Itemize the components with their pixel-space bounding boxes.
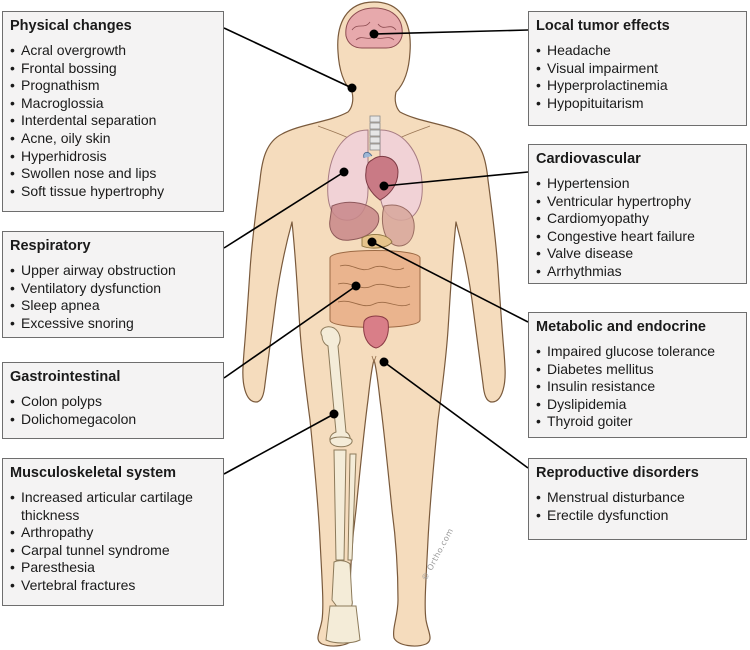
leader-dots — [329, 29, 389, 419]
bladder-icon — [363, 315, 389, 349]
list-item: Cardiomyopathy — [536, 210, 738, 228]
dot-metabolic — [367, 237, 377, 247]
list-item: Congestive heart failure — [536, 228, 738, 246]
list-item: Visual impairment — [536, 60, 738, 78]
list-item: Colon polyps — [10, 393, 215, 411]
leader-cardio — [383, 171, 529, 187]
respiratory-box: Respiratory Upper airway obstructionVent… — [2, 231, 224, 338]
list-item: Acral overgrowth — [10, 42, 215, 60]
heart-icon — [363, 152, 399, 201]
physical-changes-box: Physical changes Acral overgrowthFrontal… — [2, 11, 224, 212]
leader-gastro — [223, 285, 357, 379]
gastrointestinal-box: Gastrointestinal Colon polypsDolichomega… — [2, 362, 224, 439]
list-item: Acne, oily skin — [10, 130, 215, 148]
gastrointestinal-title: Gastrointestinal — [10, 369, 121, 385]
list-item: Sleep apnea — [10, 297, 215, 315]
list-item: Paresthesia — [10, 559, 215, 577]
stomach-icon — [381, 204, 415, 247]
leader-metabolic — [371, 241, 529, 323]
list-item: Dyslipidemia — [536, 396, 738, 414]
leader-respiratory — [223, 171, 345, 249]
reproductive-disorders-list: Menstrual disturbanceErectile dysfunctio… — [536, 489, 738, 524]
leader-reproductive — [383, 361, 529, 469]
trachea-icon — [369, 115, 381, 151]
list-item: Diabetes mellitus — [536, 361, 738, 379]
list-item: Hyperhidrosis — [10, 148, 215, 166]
list-item: Erectile dysfunction — [536, 507, 738, 525]
metabolic-endocrine-box: Metabolic and endocrine Impaired glucose… — [528, 312, 747, 438]
respiratory-list: Upper airway obstructionVentilatory dysf… — [10, 262, 215, 332]
dot-respiratory — [339, 167, 349, 177]
liver-icon — [329, 201, 380, 241]
list-item: Ventricular hypertrophy — [536, 193, 738, 211]
list-item: Valve disease — [536, 245, 738, 263]
list-item: Interdental separation — [10, 112, 215, 130]
list-item: Upper airway obstruction — [10, 262, 215, 280]
list-item: Menstrual disturbance — [536, 489, 738, 507]
list-item: Frontal bossing — [10, 60, 215, 78]
leader-musculo — [223, 413, 335, 475]
local-tumor-effects-title: Local tumor effects — [536, 18, 670, 34]
list-item: Arrhythmias — [536, 263, 738, 281]
dot-reproductive — [379, 357, 389, 367]
dot-cardio — [379, 181, 389, 191]
metabolic-endocrine-list: Impaired glucose toleranceDiabetes melli… — [536, 343, 738, 431]
brain-icon — [345, 7, 403, 49]
dot-tumor — [369, 29, 379, 39]
cardiovascular-title: Cardiovascular — [536, 151, 641, 167]
list-item: Thyroid goiter — [536, 413, 738, 431]
cardiovascular-box: Cardiovascular HypertensionVentricular h… — [528, 144, 747, 284]
list-item: Dolichomegacolon — [10, 411, 215, 429]
dot-gastro — [351, 281, 361, 291]
list-item: Macroglossia — [10, 95, 215, 113]
reproductive-disorders-box: Reproductive disorders Menstrual disturb… — [528, 458, 747, 540]
list-item: Ventilatory dysfunction — [10, 280, 215, 298]
list-item: Vertebral fractures — [10, 577, 215, 595]
list-item: Impaired glucose tolerance — [536, 343, 738, 361]
dot-physical — [347, 83, 357, 93]
list-item: Swollen nose and lips — [10, 165, 215, 183]
list-item: Excessive snoring — [10, 315, 215, 333]
list-item: Headache — [536, 42, 738, 60]
list-item: Soft tissue hypertrophy — [10, 183, 215, 201]
metabolic-endocrine-title: Metabolic and endocrine — [536, 319, 706, 335]
intestines-icon — [329, 250, 421, 328]
physical-changes-list: Acral overgrowthFrontal bossingPrognathi… — [10, 42, 215, 200]
lungs-icon — [327, 129, 423, 221]
leg-bones-icon — [320, 326, 361, 644]
musculoskeletal-box: Musculoskeletal system Increased articul… — [2, 458, 224, 606]
dot-musculo — [329, 409, 339, 419]
cardiovascular-list: HypertensionVentricular hypertrophyCardi… — [536, 175, 738, 281]
leader-lines — [223, 27, 529, 475]
physical-changes-title: Physical changes — [10, 18, 132, 34]
respiratory-title: Respiratory — [10, 238, 91, 254]
musculoskeletal-title: Musculoskeletal system — [10, 465, 177, 481]
list-item: Carpal tunnel syndrome — [10, 542, 215, 560]
reproductive-disorders-title: Reproductive disorders — [536, 465, 699, 481]
list-item: Arthropathy — [10, 524, 215, 542]
leader-physical — [223, 27, 353, 89]
list-item: Increased articular cartilage thickness — [10, 489, 215, 524]
list-item: Prognathism — [10, 77, 215, 95]
list-item: Insulin resistance — [536, 378, 738, 396]
local-tumor-effects-list: HeadacheVisual impairmentHyperprolactine… — [536, 42, 738, 112]
list-item: Hyperprolactinemia — [536, 77, 738, 95]
local-tumor-effects-box: Local tumor effects HeadacheVisual impai… — [528, 11, 747, 126]
gastrointestinal-list: Colon polypsDolichomegacolon — [10, 393, 215, 428]
list-item: Hypertension — [536, 175, 738, 193]
musculoskeletal-list: Increased articular cartilage thicknessA… — [10, 489, 215, 595]
leader-tumor — [373, 29, 529, 35]
list-item: Hypopituitarism — [536, 95, 738, 113]
